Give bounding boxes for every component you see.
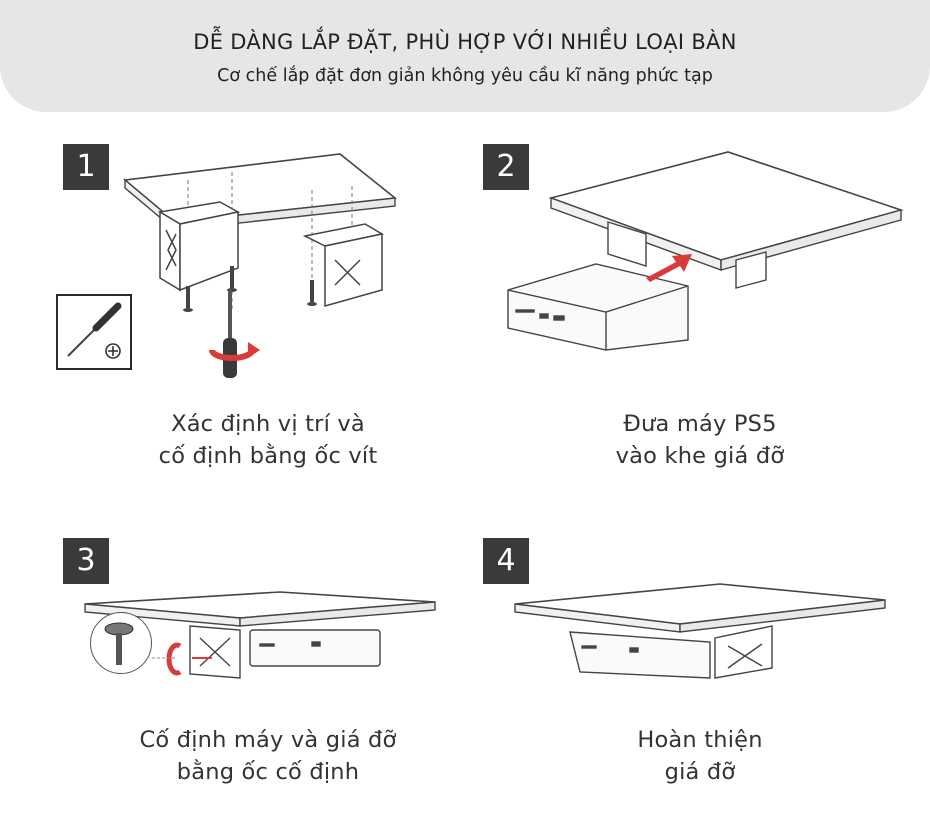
step-3-caption-line-2: bằng ốc cố định bbox=[176, 759, 360, 785]
header-banner: DỄ DÀNG LẮP ĐẶT, PHÙ HỢP VỚI NHIỀU LOẠI … bbox=[0, 0, 930, 112]
page-title: DỄ DÀNG LẮP ĐẶT, PHÙ HỢP VỚI NHIỀU LOẠI … bbox=[193, 30, 737, 54]
step-2-number-badge: 2 bbox=[483, 144, 529, 190]
step-1-caption-line-1: Xác định vị trí và bbox=[171, 411, 365, 437]
step-1-illustration bbox=[123, 153, 398, 378]
step-4-caption: Hoàn thiện giá đỡ bbox=[520, 724, 880, 788]
page-subtitle: Cơ chế lắp đặt đơn giản không yêu cầu kĩ… bbox=[217, 66, 713, 86]
step-1-caption: Xác định vị trí và cố định bằng ốc vít bbox=[88, 408, 448, 472]
step-4-illustration bbox=[514, 583, 886, 679]
thumb-screw-icon bbox=[104, 622, 134, 665]
step-3-illustration bbox=[84, 591, 436, 679]
step-3-number-badge: 3 bbox=[63, 538, 109, 584]
step-3-caption: Cố định máy và giá đỡ bằng ốc cố định bbox=[88, 724, 448, 788]
screwdriver-icon bbox=[67, 302, 122, 357]
step-4-caption-line-2: giá đỡ bbox=[664, 759, 736, 785]
step-2-caption-line-2: vào khe giá đỡ bbox=[615, 443, 785, 469]
step-4-number-badge: 4 bbox=[483, 538, 529, 584]
step-2-caption: Đưa máy PS5 vào khe giá đỡ bbox=[520, 408, 880, 472]
step-1-number-badge: 1 bbox=[63, 144, 109, 190]
push-arrow-icon bbox=[646, 254, 692, 282]
step-2-caption-line-1: Đưa máy PS5 bbox=[623, 411, 777, 437]
screwdriver-tool-inset bbox=[56, 294, 132, 370]
step-1-caption-line-2: cố định bằng ốc vít bbox=[158, 443, 378, 469]
step-2-illustration bbox=[507, 151, 904, 351]
step-4-caption-line-1: Hoàn thiện bbox=[637, 727, 763, 753]
step-3-caption-line-1: Cố định máy và giá đỡ bbox=[139, 727, 397, 753]
thumb-screw-inset bbox=[90, 612, 152, 674]
phillips-head-icon bbox=[105, 343, 121, 359]
